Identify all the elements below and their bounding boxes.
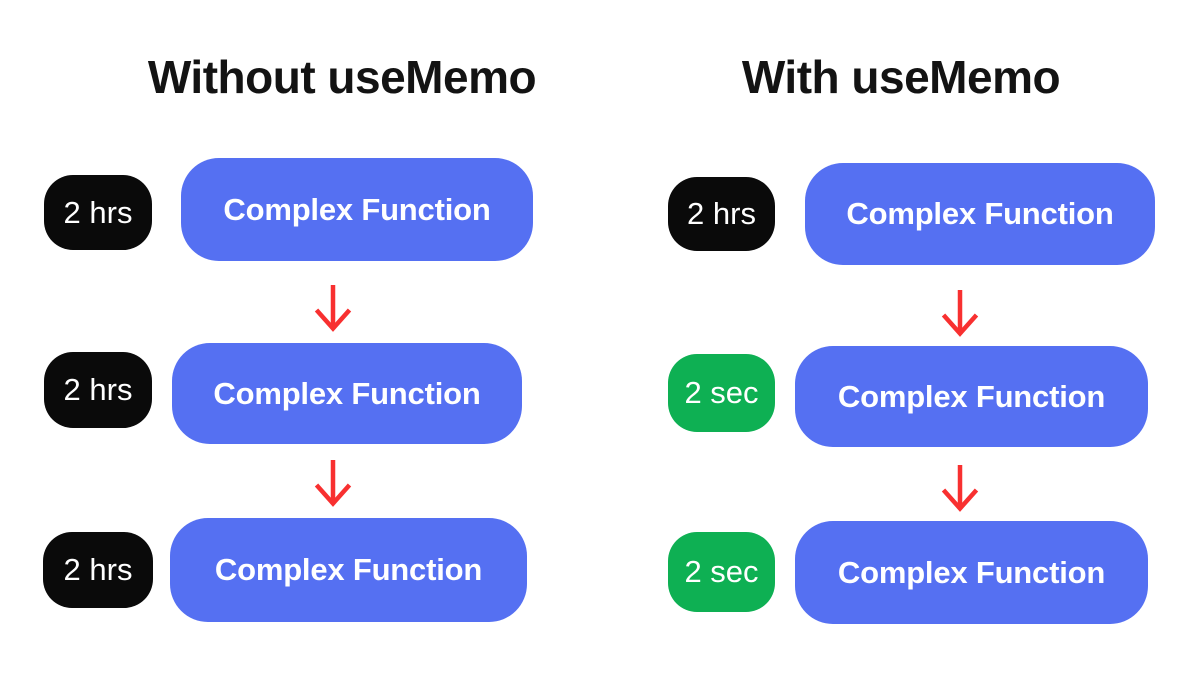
time-badge: 2 sec <box>668 354 775 432</box>
function-box: Complex Function <box>172 343 522 444</box>
time-badge: 2 hrs <box>44 175 152 250</box>
time-badge: 2 hrs <box>668 177 775 251</box>
function-box: Complex Function <box>805 163 1155 265</box>
time-badge: 2 hrs <box>44 352 152 428</box>
down-arrow-icon <box>940 463 980 513</box>
function-box: Complex Function <box>795 521 1148 624</box>
column-heading-with-usememo: With useMemo <box>741 51 1061 103</box>
function-box: Complex Function <box>170 518 527 622</box>
down-arrow-icon <box>313 283 353 333</box>
time-badge: 2 sec <box>668 532 775 612</box>
function-box: Complex Function <box>181 158 533 261</box>
time-badge: 2 hrs <box>43 532 153 608</box>
column-heading-without-usememo: Without useMemo <box>147 51 537 103</box>
down-arrow-icon <box>313 458 353 508</box>
function-box: Complex Function <box>795 346 1148 447</box>
down-arrow-icon <box>940 288 980 338</box>
